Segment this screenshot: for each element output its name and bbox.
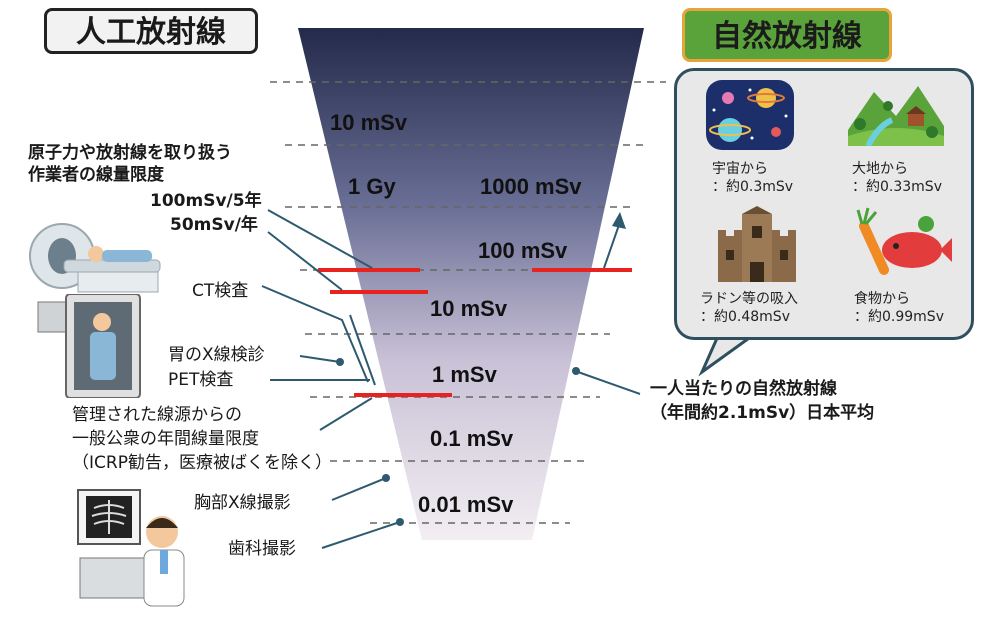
public-limit-line2: 一般公衆の年間線量限度 [72,429,259,449]
funnel-shape [298,28,644,540]
header-artificial-radiation: 人工放射線 [44,8,258,54]
level-1gy: 1 Gy [348,174,396,199]
level-1000msv: 1000 mSv [480,174,582,199]
limit-marks [318,268,632,397]
level-100msv: 100 mSv [478,238,568,263]
chest-xray-label: 胸部X線撮影 [194,493,291,513]
level-10msv-top: 10 mSv [330,110,408,135]
chest-xray-doctor-icon [77,489,185,607]
xray-exam-icon [37,294,141,398]
natural-total-line2: （年間約2.1mSv）日本平均 [650,403,875,423]
worker-limit-title-line1: 原子力や放射線を取り扱う [28,143,232,163]
cosmic-source-value: ：約0.3mSv [712,179,794,195]
dental-xray-label: 歯科撮影 [228,539,296,559]
earth-source-title: 大地から [852,161,908,177]
cosmic-source-title: 宇宙から [712,161,768,177]
earth-landscape-icon [848,86,944,146]
radon-castle-icon [718,206,796,282]
pet-exam-label: PET検査 [168,370,234,390]
worker-limit-title-line2: 作業者の線量限度 [28,165,164,185]
level-1msv: 1 mSv [432,362,497,387]
public-limit-line3: （ICRP勧告，医療被ばくを除く） [72,453,332,473]
stomach-xray-label: 胃のX線検診 [168,345,265,365]
natural-total-line1: 一人当たりの自然放射線 [650,379,837,399]
food-source-value: ：約0.99mSv [854,309,944,325]
pointer-dots [336,358,580,526]
ct-scanner-icon [29,223,161,293]
arrow-head [612,212,626,229]
food-source-title: 食物から [854,291,910,307]
level-0-1msv: 0.1 mSv [430,426,514,451]
food-icon [856,207,952,275]
earth-source-value: ：約0.33mSv [852,179,942,195]
worker-limit-5y: 100mSv/5年 [150,191,262,211]
cosmic-space-icon [706,80,794,150]
worker-limit-1y: 50mSv/年 [170,215,258,235]
level-0-01msv: 0.01 mSv [418,492,514,517]
ct-exam-label: CT検査 [192,281,249,301]
header-natural-radiation: 自然放射線 [682,8,892,62]
pointer-lines [261,209,641,549]
radon-source-value: ：約0.48mSv [700,309,790,325]
level-10msv: 10 mSv [430,296,508,321]
radon-source-title: ラドン等の吸入 [700,291,798,307]
public-limit-line1: 管理された線源からの [72,405,242,425]
bubble-tail [698,334,757,377]
